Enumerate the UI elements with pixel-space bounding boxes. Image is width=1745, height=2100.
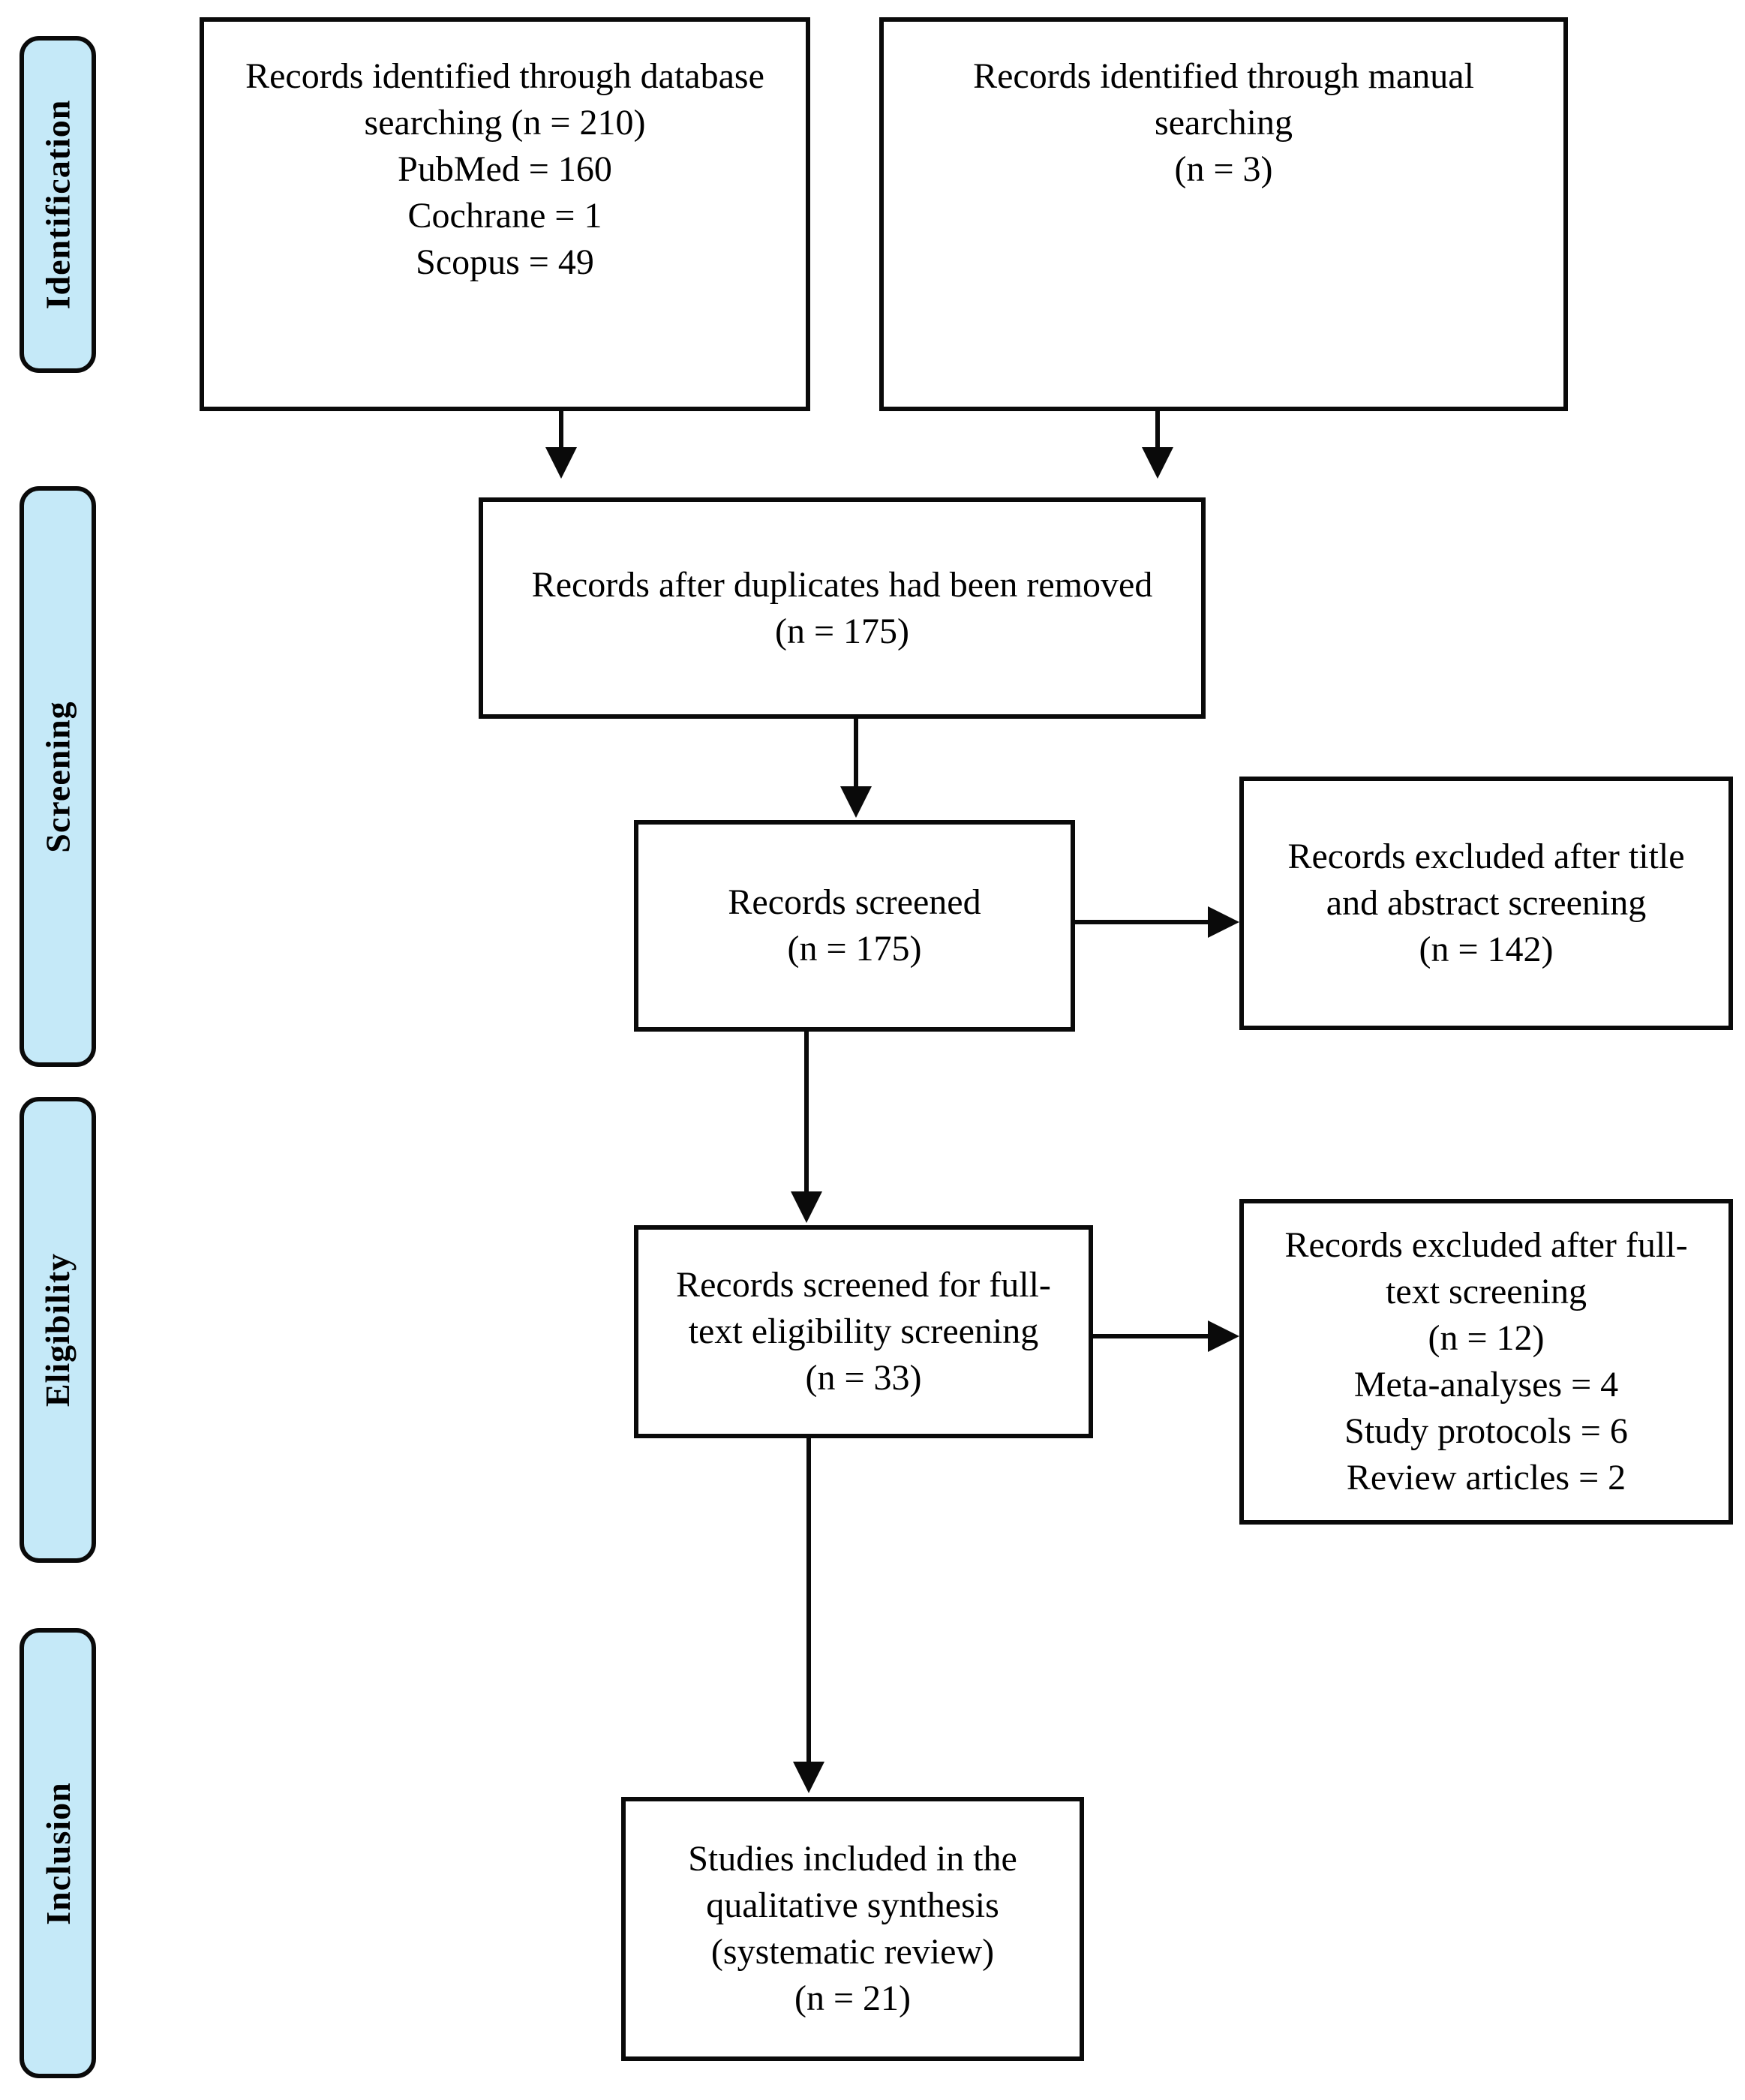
- arrow-duplicates-to-screened-stem: [854, 719, 858, 789]
- stage-bar-screening: Screening: [20, 486, 96, 1067]
- stage-label: Identification: [38, 99, 77, 310]
- flow-box-manual-search: Records identified through manual search…: [879, 17, 1568, 411]
- text-line: Study protocols = 6: [1344, 1411, 1628, 1451]
- text-line: (n = 3): [1174, 149, 1273, 189]
- text-line: text eligibility screening: [688, 1311, 1039, 1351]
- arrow-duplicates-to-screened-head: [840, 786, 872, 818]
- text-line: searching (n = 210): [364, 103, 646, 143]
- flow-box-records-screened: Records screened (n = 175): [634, 820, 1075, 1032]
- text-line: (n = 21): [794, 1978, 912, 2018]
- flow-box-excluded-title-abstract: Records excluded after title and abstrac…: [1239, 777, 1733, 1030]
- stage-label: Eligibility: [38, 1252, 77, 1408]
- text-line: Records screened: [728, 882, 981, 922]
- text-line: searching: [1155, 103, 1293, 143]
- text-line: (n = 175): [774, 611, 910, 651]
- text-line: Review articles = 2: [1346, 1458, 1626, 1498]
- text-line: (n = 33): [805, 1358, 922, 1398]
- text-line: and abstract screening: [1326, 883, 1647, 923]
- text-line: Studies included in the: [688, 1839, 1017, 1879]
- text-line: (n = 175): [787, 929, 922, 969]
- text-line: Scopus = 49: [416, 242, 594, 282]
- stage-bar-identification: Identification: [20, 36, 96, 373]
- arrow-fulltext-to-excluded-stem: [1093, 1334, 1210, 1338]
- text-line: qualitative synthesis: [706, 1885, 999, 1925]
- arrow-fulltext-to-excluded-head: [1208, 1320, 1239, 1352]
- stage-bar-inclusion: Inclusion: [20, 1628, 96, 2078]
- text-line: Records identified through database: [245, 56, 764, 96]
- text-line: Records excluded after full-: [1284, 1225, 1688, 1265]
- arrow-screened-to-excluded-head: [1208, 906, 1239, 938]
- arrow-manual-to-duplicates-stem: [1155, 411, 1160, 450]
- arrow-screened-to-fulltext-head: [791, 1191, 822, 1223]
- flow-box-fulltext-screening: Records screened for full- text eligibil…: [634, 1225, 1093, 1438]
- flow-box-database-search: Records identified through database sear…: [200, 17, 810, 411]
- text-line: text screening: [1386, 1272, 1587, 1311]
- arrow-manual-to-duplicates-head: [1142, 447, 1173, 479]
- flow-box-excluded-fulltext: Records excluded after full- text screen…: [1239, 1199, 1733, 1525]
- stage-label: Screening: [38, 700, 77, 853]
- text-line: PubMed = 160: [398, 149, 612, 189]
- text-line: Records screened for full-: [676, 1265, 1051, 1305]
- text-line: Records identified through manual: [973, 56, 1474, 96]
- text-line: Records excluded after title: [1287, 837, 1685, 876]
- flow-box-after-duplicates: Records after duplicates had been remove…: [479, 497, 1206, 719]
- arrow-screened-to-excluded-stem: [1075, 920, 1210, 924]
- arrow-database-to-duplicates-head: [545, 447, 577, 479]
- text-line: (n = 12): [1428, 1318, 1545, 1358]
- arrow-fulltext-to-included-stem: [806, 1438, 811, 1764]
- stage-bar-eligibility: Eligibility: [20, 1097, 96, 1563]
- stage-label: Inclusion: [38, 1781, 77, 1925]
- text-line: Cochrane = 1: [407, 196, 602, 236]
- text-line: (n = 142): [1419, 930, 1554, 969]
- text-line: (systematic review): [710, 1932, 995, 1972]
- arrow-database-to-duplicates-stem: [559, 411, 563, 450]
- arrow-fulltext-to-included-head: [793, 1762, 824, 1793]
- text-line: Records after duplicates had been remove…: [531, 564, 1153, 605]
- text-line: Meta-analyses = 4: [1353, 1365, 1619, 1405]
- flow-box-included: Studies included in the qualitative synt…: [621, 1797, 1084, 2061]
- arrow-screened-to-fulltext-stem: [804, 1032, 809, 1194]
